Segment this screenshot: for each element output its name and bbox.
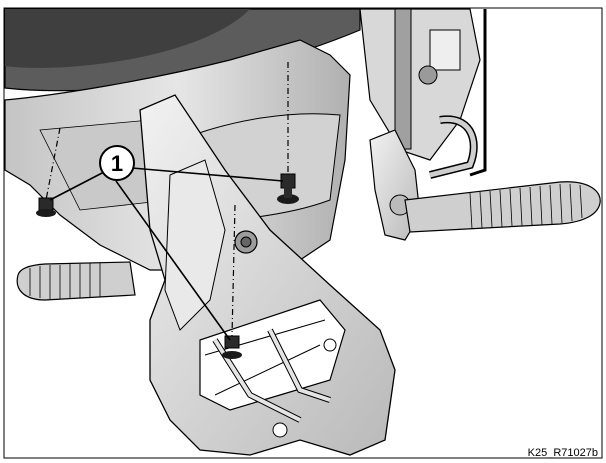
callout-leaders xyxy=(49,167,284,341)
callout-1: 1 xyxy=(99,145,135,181)
screw-left xyxy=(36,127,61,217)
callout-number: 1 xyxy=(111,151,123,176)
figure-code: K25_R71027b xyxy=(527,447,598,459)
left-footpeg xyxy=(16,261,136,301)
right-footpeg xyxy=(404,181,601,233)
